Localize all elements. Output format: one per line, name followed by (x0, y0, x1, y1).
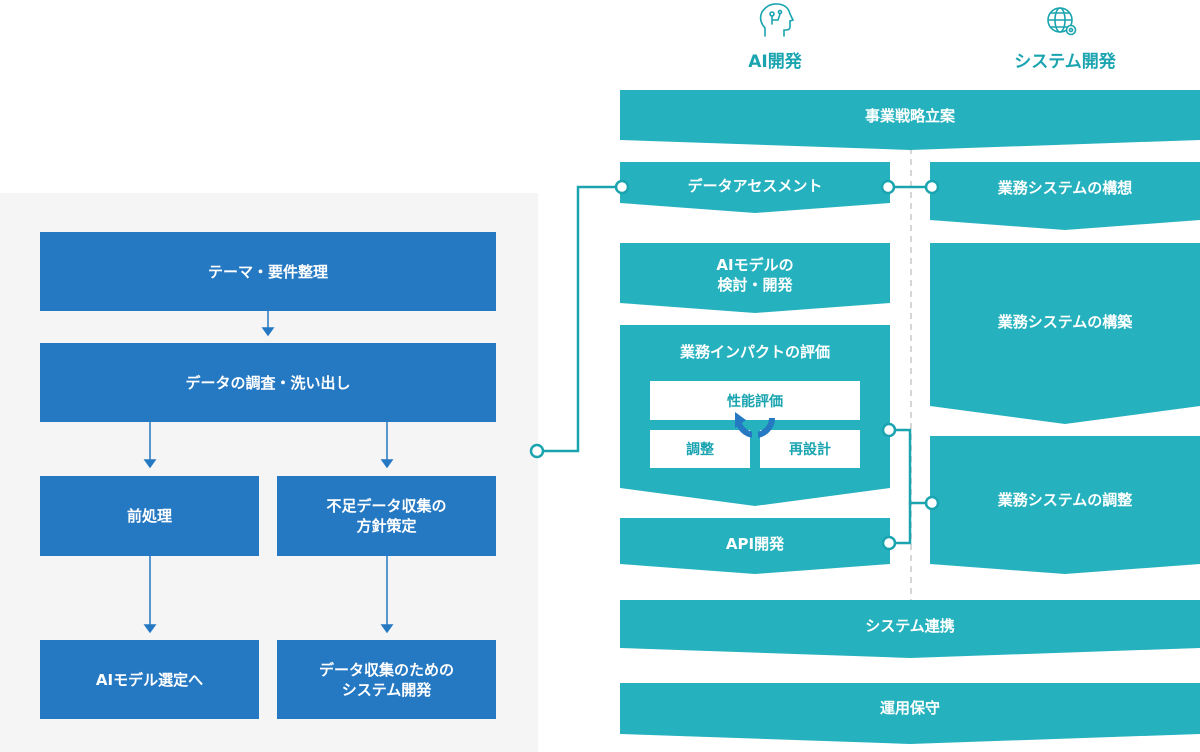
column-title-ai: AI開発 (748, 52, 802, 72)
strategy-block (620, 90, 1200, 150)
redesign-box (760, 430, 860, 468)
sys-concept-block (930, 162, 1200, 230)
connector-left-assessment (537, 185, 622, 453)
node-assessment-in (614, 179, 630, 195)
model-dev-block (620, 243, 890, 313)
node-adjust-in (924, 495, 940, 511)
theme-requirements-box: テーマ・要件整理 (40, 232, 496, 311)
arrowhead (143, 624, 157, 634)
data-survey-box: データの調査・洗い出し (40, 343, 496, 422)
sys-build-block (930, 243, 1200, 424)
adjust-label: 調整 (686, 442, 714, 458)
brain-head-icon (759, 3, 795, 37)
sys-concept-label: 業務システムの構想 (997, 179, 1133, 197)
globe-gear-icon (1047, 7, 1077, 36)
ops-block (620, 683, 1200, 744)
collection-system-box: データ収集のための システム開発 (277, 640, 496, 719)
node-assessment-out (880, 179, 896, 195)
cycle-arrow-icon (735, 412, 775, 468)
node-left (529, 443, 545, 459)
node-concept-in (924, 179, 940, 195)
impact-label: 業務インパクトの評価 (679, 343, 830, 361)
data-shortage-box: 不足データ収集の 方針策定 (277, 476, 496, 556)
adjust-box (650, 430, 750, 468)
model-dev-label: AIモデルの 検討・開発 (716, 256, 794, 294)
arrowhead (143, 459, 157, 469)
preprocess-box: 前処理 (40, 476, 259, 556)
model-selection-box: AIモデル選定へ (40, 640, 259, 719)
arrowhead (380, 459, 394, 469)
api-label: API開発 (725, 535, 785, 553)
assessment-block (620, 162, 890, 213)
strategy-label: 事業戦略立案 (864, 107, 955, 125)
integration-label: システム連携 (865, 617, 955, 635)
sys-adjust-block (930, 436, 1200, 574)
node-api-out (881, 535, 897, 551)
assessment-label: データアセスメント (687, 177, 823, 195)
sys-build-label: 業務システムの構築 (997, 313, 1133, 331)
ops-label: 運用保守 (879, 699, 940, 717)
connector-impact-adjust (889, 428, 932, 505)
arrowhead (261, 327, 275, 337)
arrowhead (380, 624, 394, 634)
api-block (620, 518, 890, 574)
integration-block (620, 600, 1200, 658)
node-impact-out (881, 422, 897, 438)
sys-adjust-label: 業務システムの調整 (997, 491, 1133, 509)
redesign-label: 再設計 (789, 442, 831, 458)
perf-box (650, 381, 860, 420)
perf-label: 性能評価 (727, 393, 783, 410)
column-title-system: システム開発 (1014, 52, 1116, 72)
